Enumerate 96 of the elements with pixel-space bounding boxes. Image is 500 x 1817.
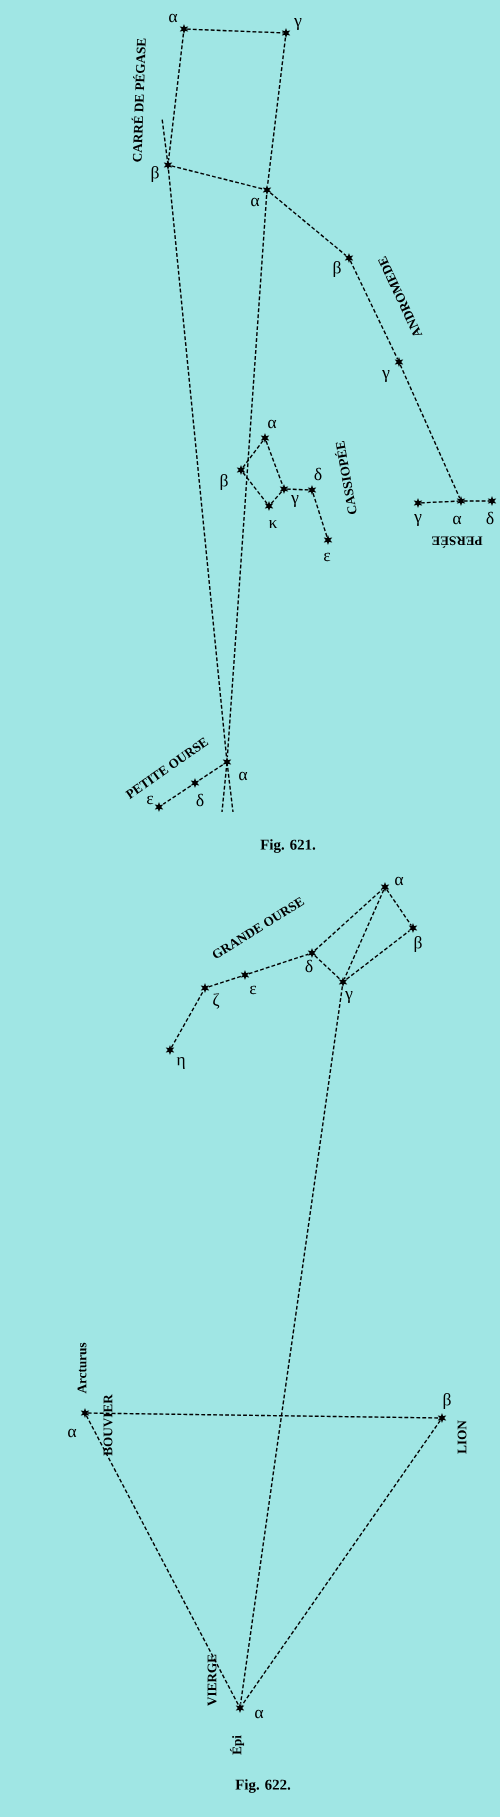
dashed-line [269, 192, 347, 257]
dashed-line [170, 989, 205, 1049]
figure-caption: Fig. 621. [260, 839, 316, 853]
star-label: β [220, 473, 228, 491]
dashed-line [85, 1414, 240, 1707]
star [222, 757, 232, 767]
star [394, 357, 404, 367]
constellation-name: VIERGE [207, 1654, 217, 1706]
star [235, 1703, 245, 1713]
star-label: α [453, 515, 462, 525]
star [264, 501, 274, 511]
star [456, 496, 466, 506]
dashed-line [248, 953, 309, 975]
dashed-line [463, 500, 490, 502]
constellation-name: CASSIOPÉE [334, 441, 357, 515]
star [408, 923, 418, 933]
star [240, 970, 250, 980]
star-label: γ [382, 370, 390, 382]
dashed-line [286, 488, 310, 491]
star-label: ε [250, 985, 257, 995]
star [307, 485, 317, 495]
constellation-name: LION [457, 1420, 467, 1454]
dashed-line [198, 764, 224, 781]
constellation-name: BOUVIER [103, 1394, 113, 1456]
star [323, 535, 333, 545]
star [179, 24, 189, 34]
star [163, 160, 173, 170]
star-label: κ [268, 519, 278, 529]
star [260, 433, 270, 443]
star [279, 484, 289, 494]
star-label: β [414, 935, 422, 953]
star-label: α [268, 419, 277, 429]
star-label: γ [414, 514, 422, 526]
star-label: β [151, 165, 159, 183]
star [437, 1413, 447, 1423]
dashed-line [420, 500, 459, 504]
star-label: γ [294, 18, 302, 30]
star-label: γ [291, 495, 299, 507]
star-label: β [443, 1392, 451, 1410]
star-label: ζ [213, 993, 220, 1009]
star-label: Arcturus [77, 1342, 87, 1394]
star-label: Épi [229, 1735, 245, 1755]
star-label: δ [305, 959, 313, 973]
dashed-line [345, 930, 411, 980]
dashed-line [239, 985, 344, 1705]
star-label: β [333, 260, 341, 278]
dashed-line [385, 888, 413, 927]
star [380, 882, 390, 892]
dashed-line [242, 439, 264, 469]
dashed-line [240, 1419, 442, 1707]
dashed-line [242, 471, 268, 505]
star-label: ε [324, 552, 331, 562]
star [80, 1408, 90, 1418]
figure-caption: Fig. 622. [235, 1779, 291, 1793]
dashed-line [314, 888, 383, 952]
star-label: α [169, 13, 178, 23]
star-label: δ [314, 467, 322, 481]
dashed-line [270, 490, 283, 505]
dashed-line [312, 492, 328, 538]
star [281, 28, 291, 38]
constellation-name: PERSÉE [432, 536, 483, 548]
dashed-line [167, 169, 228, 758]
dashed-line [87, 1412, 440, 1419]
star [307, 948, 317, 958]
dashed-line [186, 28, 284, 34]
star [236, 465, 246, 475]
star [344, 253, 354, 263]
star [154, 802, 164, 812]
star-label: α [251, 197, 260, 207]
dashed-line [226, 194, 268, 758]
star [262, 185, 272, 195]
dashed-line [167, 32, 185, 162]
dashed-line [208, 975, 242, 988]
dashed-line [162, 785, 192, 805]
dashed-line [343, 889, 385, 980]
star-label: δ [196, 793, 204, 807]
dashed-line [399, 364, 461, 499]
star [413, 498, 423, 508]
star-label: δ [486, 511, 494, 525]
star-label: α [68, 1428, 77, 1438]
star-label: α [395, 876, 404, 886]
dashed-line [265, 440, 284, 487]
star-label: γ [345, 991, 353, 1003]
star [338, 977, 348, 987]
dashed-line [349, 259, 399, 361]
star-label: α [255, 1709, 264, 1719]
dashed-line [170, 165, 265, 190]
star [200, 983, 210, 993]
star [190, 778, 200, 788]
constellation-name: CARRÉ DE PÉGASE [131, 38, 146, 162]
star-label: η [176, 1057, 185, 1070]
star [165, 1045, 175, 1055]
dashed-line [314, 954, 341, 981]
dashed-line [266, 36, 287, 187]
star [487, 496, 497, 506]
star-label: α [239, 771, 248, 781]
